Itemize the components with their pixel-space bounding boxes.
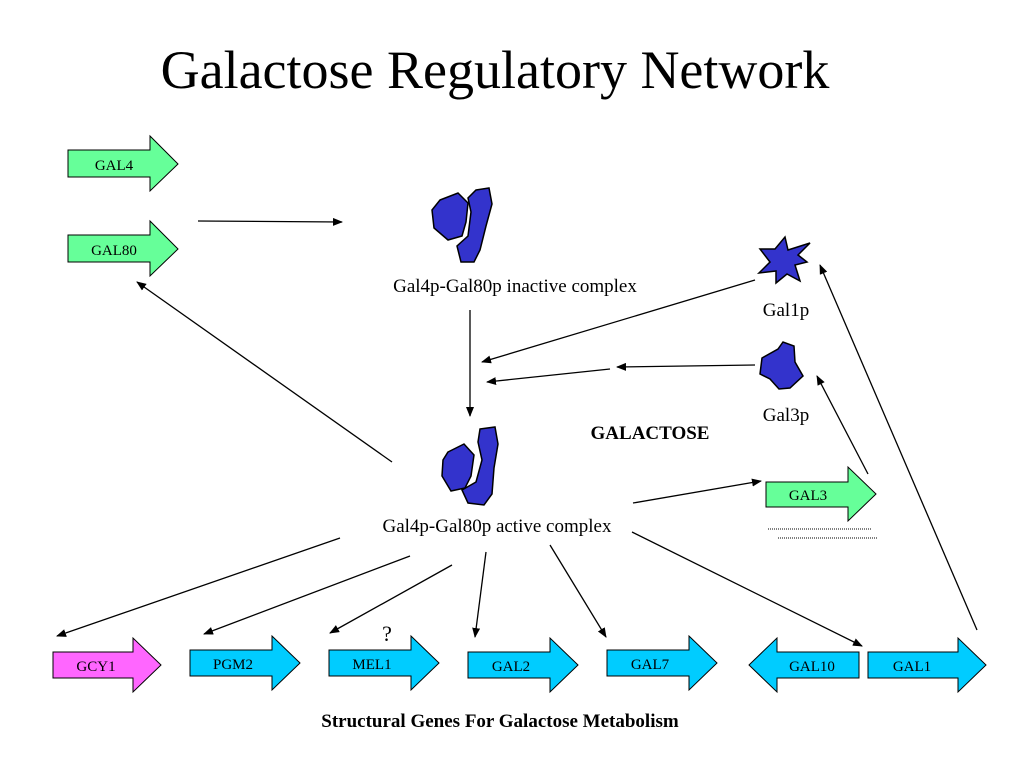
inactive-complex-label: Gal4p-Gal80p inactive complex <box>393 276 637 297</box>
gene-gal3: GAL3 <box>765 465 877 523</box>
gene-mel1-label: MEL1 <box>352 657 391 673</box>
gene-gal7: GAL7 <box>606 634 718 692</box>
edge-active-complex-to-pgm2 <box>203 555 411 635</box>
page-title: Galactose Regulatory Network <box>161 40 830 100</box>
edge-active-complex-to-gal2 <box>472 551 487 638</box>
galactose-label: GALACTOSE <box>591 423 710 444</box>
gene-gal2: GAL2 <box>467 636 579 694</box>
edge-gal1-to-gal1p <box>819 264 978 631</box>
gal1p-icon <box>756 235 811 285</box>
gene-gcy1: GCY1 <box>52 636 162 694</box>
edge-gal3p-to-galactose <box>616 362 756 371</box>
gal3p-label: Gal3p <box>763 405 809 426</box>
edge-active-complex-to-gal7 <box>549 544 607 638</box>
gene-gal10: GAL10 <box>748 636 860 694</box>
edge-gal1p-to-complex <box>481 279 756 364</box>
gene-gal4: GAL4 <box>67 134 179 193</box>
gal1p-label: Gal1p <box>763 300 809 321</box>
edge-active-complex-to-gal10 <box>631 531 863 647</box>
gene-gal10-label: GAL10 <box>789 659 835 675</box>
gene-gal3-label: GAL3 <box>789 488 827 504</box>
gene-gal4-label: GAL4 <box>95 158 134 174</box>
active-complex-label: Gal4p-Gal80p active complex <box>383 516 612 537</box>
gal3p-icon <box>759 341 804 390</box>
edge-active-complex-to-gcy1 <box>56 537 341 637</box>
gene-pgm2: PGM2 <box>189 634 301 692</box>
unknown-regulation-mark: ? <box>382 621 392 646</box>
edge-genes-to-inactive-complex <box>197 217 343 226</box>
active-complex-icon <box>441 426 499 506</box>
edge-galactose-to-complex <box>486 368 611 386</box>
edge-gal3-to-gal3p <box>816 375 869 475</box>
gene-gal1-label: GAL1 <box>893 659 931 675</box>
gene-gal80-label: GAL80 <box>91 243 137 259</box>
inactive-complex-icon <box>431 187 493 263</box>
gene-gal80: GAL80 <box>67 219 179 278</box>
structural-genes-caption: Structural Genes For Galactose Metabolis… <box>321 711 679 732</box>
edge-active-complex-to-mel1 <box>329 564 453 634</box>
gene-gal1: GAL1 <box>867 636 987 694</box>
gene-pgm2-label: PGM2 <box>213 657 253 673</box>
gene-gal7-label: GAL7 <box>631 657 670 673</box>
gene-gal2-label: GAL2 <box>492 659 530 675</box>
gene-mel1: MEL1 <box>328 634 440 692</box>
edge-active-complex-to-gal80 <box>136 281 393 463</box>
edge-active-complex-to-gal3 <box>632 478 762 504</box>
gene-gcy1-label: GCY1 <box>76 659 115 675</box>
